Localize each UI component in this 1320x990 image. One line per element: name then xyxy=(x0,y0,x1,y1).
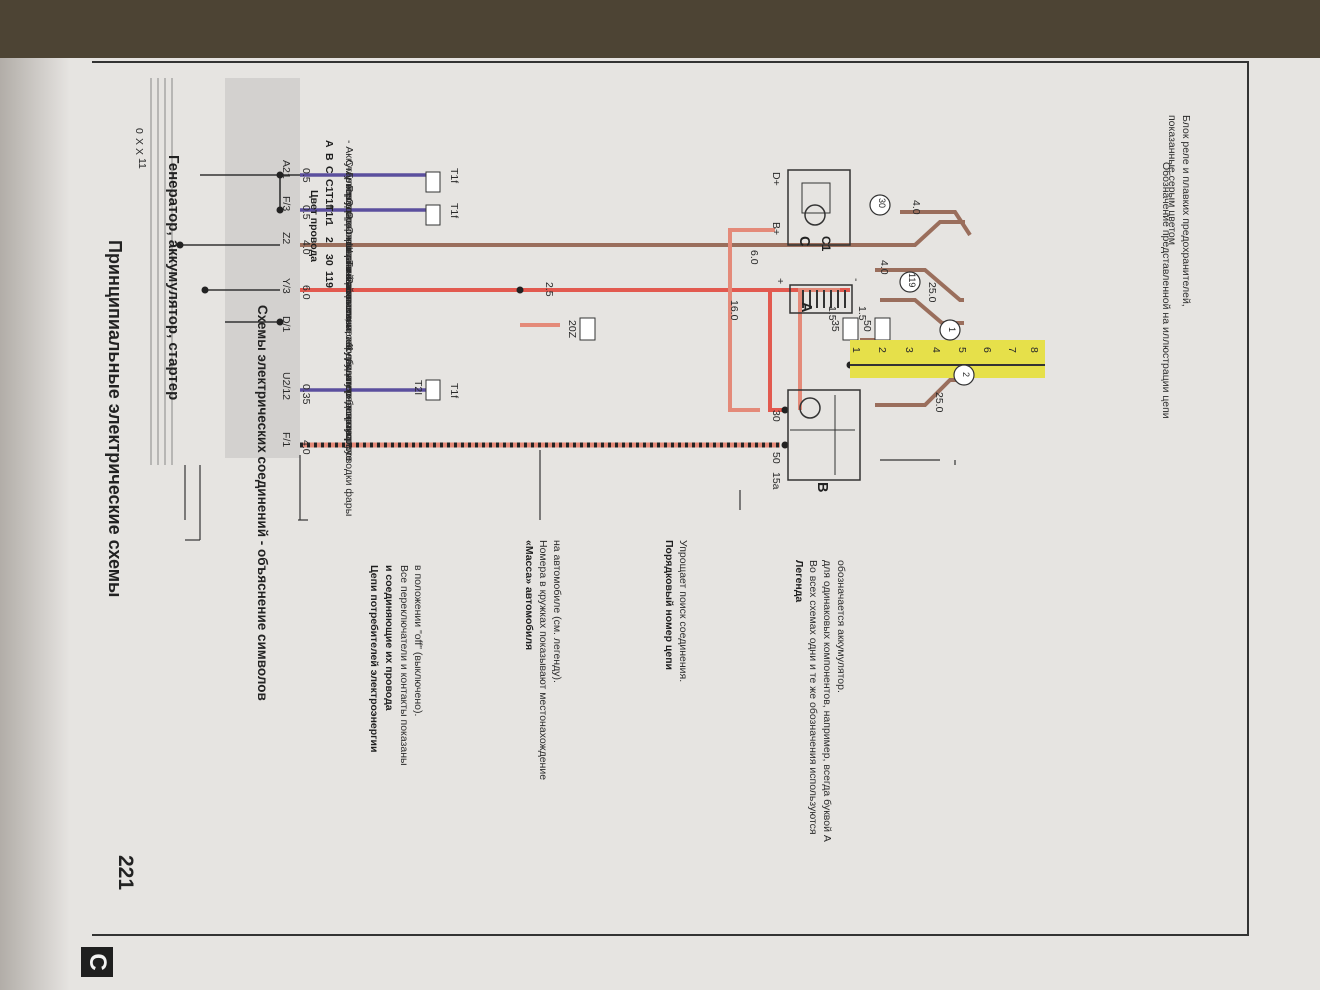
circuit-num-8: 8 xyxy=(1028,347,1040,353)
connector-ref-2: T1f xyxy=(448,203,460,219)
ground-circles xyxy=(869,194,975,386)
component-c1: C1 xyxy=(819,236,833,252)
box-ref-15a: 1.5 xyxy=(856,306,868,321)
starter-box xyxy=(787,389,861,481)
wire-label-y3: Y/3 xyxy=(280,278,292,294)
terminal-minus: - xyxy=(850,278,862,282)
connector-ref-3: T1f xyxy=(448,383,460,399)
annotation-circuit-number-title: Порядковый номер цепи xyxy=(663,540,675,670)
wire-label-f1: F/1 xyxy=(280,432,292,448)
annotation-leaders xyxy=(184,450,956,541)
wire-label-d1: D/1 xyxy=(280,316,292,333)
wire-label-u212: U2/12 xyxy=(280,372,292,401)
scale-label-2: X xyxy=(133,148,145,156)
circuit-num-7: 7 xyxy=(1006,347,1018,353)
wire-label-40b: 4.0 xyxy=(300,440,312,455)
scale-label-3: 11 xyxy=(136,158,148,169)
legend-key-b: B xyxy=(323,153,335,161)
box-ref-15b: 1.5 xyxy=(826,306,838,321)
legend-key-a: A xyxy=(323,140,335,148)
legend-key-t1r: T1r xyxy=(323,205,335,222)
box-ref-160: 16.0 xyxy=(728,300,740,321)
component-b: B xyxy=(814,482,830,493)
annotation-legend-title: Легенда xyxy=(793,560,805,603)
violet-wires xyxy=(300,173,440,392)
box-ref-50: 50 xyxy=(861,320,873,332)
component-a: A xyxy=(798,302,814,313)
ground-circle-1: 1 xyxy=(947,327,957,333)
generator-box xyxy=(787,169,851,246)
page-background xyxy=(0,58,1320,990)
annotation-relay-block-2: показанные серым цветом xyxy=(1166,115,1178,245)
page-gutter-shadow xyxy=(0,58,70,990)
ground-circle-119: 119 xyxy=(907,273,917,288)
ground-circle-2: 2 xyxy=(961,372,971,378)
terminal-bplus: B+ xyxy=(770,222,782,236)
box-ref-35: 35 xyxy=(829,320,841,332)
legend-key-c1: C1 xyxy=(323,179,335,193)
connector-ref-1: T1f xyxy=(448,168,460,184)
battery-symbol xyxy=(789,284,853,314)
circuit-designation-lines xyxy=(150,78,173,465)
circuit-num-6: 6 xyxy=(981,347,993,353)
legend-key-119: 119 xyxy=(323,271,335,288)
annotation-wire-color: Цвет провода xyxy=(308,190,320,263)
circuit-num-4: 4 xyxy=(930,347,942,353)
legend-key-2: 2 xyxy=(323,237,335,243)
annotation-consumers-line-1: Все переключатели и контакты показаны xyxy=(398,565,410,766)
box-ref-250b: 25.0 xyxy=(933,392,945,413)
terminal-plus: + xyxy=(774,278,786,285)
legend-key-30: 30 xyxy=(323,254,335,266)
annotation-ground-line-2: на автомобиле (см. легенду). xyxy=(551,540,563,683)
pink-wires xyxy=(520,228,840,412)
annotation-consumers-line-2: в положении "off" (выключено). xyxy=(412,565,424,717)
page-frame xyxy=(92,61,1249,936)
red-wires xyxy=(300,288,850,412)
terminal-15a: 15a xyxy=(770,472,782,490)
annotation-ground-title: «Масса» автомобиля xyxy=(523,540,535,651)
terminal-30: 30 xyxy=(770,410,782,422)
annotation-ground-line-1: Номера в кружках показывают местонахожде… xyxy=(537,540,549,781)
box-ref-40c: 4.0 xyxy=(910,200,922,215)
scale-label-0: 0 xyxy=(133,128,145,134)
legend-text-119: - Заземление - 1 -, в жгуте электропрово… xyxy=(343,271,355,517)
box-ref-40d: 4.0 xyxy=(878,260,890,275)
circuit-num-3: 3 xyxy=(903,347,915,353)
annotation-circuit-number-line: Упрощает поиск соединения. xyxy=(677,540,689,683)
bottom-caption: Схемы электрических соединений - объясне… xyxy=(255,305,270,701)
circuit-num-2: 2 xyxy=(876,347,888,353)
annotation-legend-line-2: для одинаковых компонентов, например, вс… xyxy=(821,560,833,842)
annotation-consumers-title-1: Цепи потребителей электроэнергии xyxy=(368,565,380,753)
diagram-title: Генератор, аккумулятор, стартер xyxy=(165,155,182,401)
ground-circle-30: 30 xyxy=(877,198,887,209)
legend-key-c: C xyxy=(323,166,335,174)
circuit-num-1: 1 xyxy=(850,347,862,353)
component-c: C xyxy=(796,236,812,247)
annotation-relay-block-1: Блок реле и плавких предохранителей, xyxy=(1180,115,1192,307)
annotation-legend-line-3: обозначается аккумулятор. xyxy=(835,560,847,693)
wire-label-z2: Z2 xyxy=(280,232,292,245)
scale-label-1: X xyxy=(133,138,145,146)
box-ref-250a: 25.0 xyxy=(926,282,938,303)
box-ref-20z: 20Z xyxy=(566,320,578,339)
box-ref-25: 2.5 xyxy=(543,282,555,297)
annotation-legend-line-1: Во всех схемах одни и те же обозначения … xyxy=(807,560,819,835)
terminal-dplus: D+ xyxy=(770,172,782,186)
wire-label-a21: A21 xyxy=(280,160,292,179)
circuit-num-5: 5 xyxy=(956,347,968,353)
ground-bus xyxy=(850,340,1045,378)
wire-label-f3: F/3 xyxy=(280,196,292,212)
wire-label-60a: 6.0 xyxy=(300,285,312,300)
box-ref-t2i: T2I xyxy=(412,380,424,396)
legend-key-1: 1 xyxy=(323,220,335,226)
wire-label-05a: 0.5 xyxy=(300,168,312,183)
box-ref-60b: 6.0 xyxy=(748,250,760,265)
terminal-50: 50 xyxy=(770,452,782,464)
wire-label-035: 0.35 xyxy=(300,384,312,405)
annotation-consumers-title-2: и соединяющие их провода xyxy=(383,565,395,711)
